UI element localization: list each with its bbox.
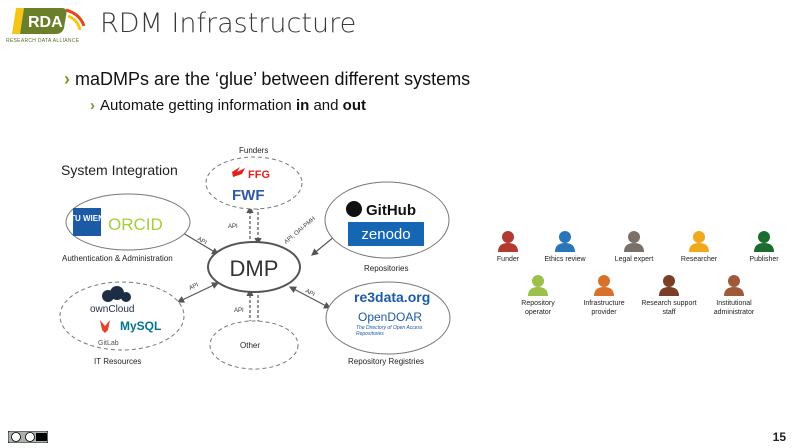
system-integration-title: System Integration <box>61 162 178 178</box>
api-label-other: API <box>234 308 244 314</box>
stakeholder-1: Ethics review <box>535 230 595 264</box>
stakeholder-3: Researcher <box>669 230 729 264</box>
stakeholder-label: Publisher <box>749 256 779 263</box>
person-icon <box>528 275 548 296</box>
chevron-right-icon: › <box>64 69 70 89</box>
stakeholder-label: Infrastructure provider <box>583 300 625 316</box>
gitlab-logo: GitLab <box>98 340 119 347</box>
stakeholder-label: Legal expert <box>614 256 654 263</box>
stakeholder-label: Researcher <box>680 256 718 263</box>
person-icon <box>624 231 644 252</box>
mysql-logo: MySQL <box>120 319 161 333</box>
tu-wien-logo-box <box>73 208 101 236</box>
funders-node <box>205 156 303 210</box>
connector-registries <box>288 286 332 309</box>
chevron-right-icon: › <box>90 97 95 114</box>
bullet-1-text: maDMPs are the ‘glue’ between different … <box>75 69 471 89</box>
github-icon <box>346 201 362 217</box>
stakeholder-label: Repository operator <box>521 300 555 316</box>
fwf-logo: FWF <box>232 187 264 204</box>
gitlab-icon <box>100 320 110 333</box>
person-icon <box>689 231 709 252</box>
stakeholder-4: Publisher <box>734 230 794 264</box>
re3data-logo: re3data.org <box>354 289 430 305</box>
cc-license-badge <box>7 430 49 444</box>
stakeholder-6: Infrastructure provider <box>574 274 634 317</box>
rda-logo: RDA <box>12 8 86 34</box>
logo-subtitle: RESEARCH DATA ALLIANCE <box>6 38 80 44</box>
bullet-1: ›maDMPs are the ‘glue’ between different… <box>64 69 470 90</box>
stakeholder-label: Institutional administrator <box>713 300 755 316</box>
it-resources-node <box>59 281 185 351</box>
person-icon <box>555 231 575 252</box>
tu-wien-logo: TU WIEN <box>70 214 104 223</box>
page-number: 15 <box>772 430 786 444</box>
registries-label: Repository Registries <box>348 357 425 366</box>
owncloud-logo: ownCloud <box>90 304 134 315</box>
ffg-icon <box>232 167 245 177</box>
logo-text: RDA <box>28 14 63 31</box>
it-resources-label: IT Resources <box>94 357 142 366</box>
person-icon <box>724 275 744 296</box>
person-icon <box>594 275 614 296</box>
bullet-2-mid: and <box>309 97 343 114</box>
api-label-it: API <box>188 282 200 292</box>
opendoar-tagline: The Directory of Open Access Repositorie… <box>356 325 423 337</box>
owncloud-icon <box>102 286 131 302</box>
funders-label: Funders <box>239 146 269 155</box>
stakeholder-label: Research support staff <box>641 300 697 316</box>
dmp-node <box>207 241 301 293</box>
auth-label: Authentication & Administration <box>62 254 173 263</box>
bullet-2-out: out <box>342 97 366 114</box>
stakeholder-label: Funder <box>496 256 520 263</box>
other-node <box>209 320 299 370</box>
stakeholder-2: Legal expert <box>604 230 664 264</box>
orcid-logo: ORCID <box>108 215 163 234</box>
bullet-2-pre: Automate getting information <box>100 97 296 114</box>
ffg-logo: FFG <box>248 169 270 181</box>
api-label-registries: API <box>304 288 316 298</box>
stakeholder-label: Ethics review <box>544 256 586 263</box>
stakeholder-7: Research support staff <box>639 274 699 317</box>
person-icon <box>754 231 774 252</box>
bullet-2: › Automate getting information in and out <box>90 97 366 114</box>
stakeholder-5: Repository operator <box>508 274 568 317</box>
bullet-2-in: in <box>295 97 310 114</box>
person-icon <box>659 275 679 296</box>
zenodo-logo: zenodo <box>361 226 410 243</box>
page-title: RDM Infrastructure <box>100 8 357 39</box>
dmp-label: DMP <box>230 256 279 281</box>
opendoar-logo: OpenDOAR <box>358 310 422 324</box>
stakeholder-8: Institutional administrator <box>704 274 764 317</box>
person-icon <box>498 231 518 252</box>
repositories-label: Repositories <box>364 264 409 273</box>
api-label-auth: API <box>196 236 208 246</box>
connector-it <box>176 282 220 303</box>
zenodo-logo-box <box>348 222 424 246</box>
github-logo: GitHub <box>366 202 416 219</box>
registries-node <box>325 281 451 355</box>
stakeholder-0: Funder <box>478 230 538 264</box>
repositories-node <box>324 181 450 259</box>
other-label: Other <box>240 341 261 350</box>
api-label-funders: API <box>228 224 238 230</box>
api-oai-label: API, OAI-PMH <box>283 216 316 245</box>
